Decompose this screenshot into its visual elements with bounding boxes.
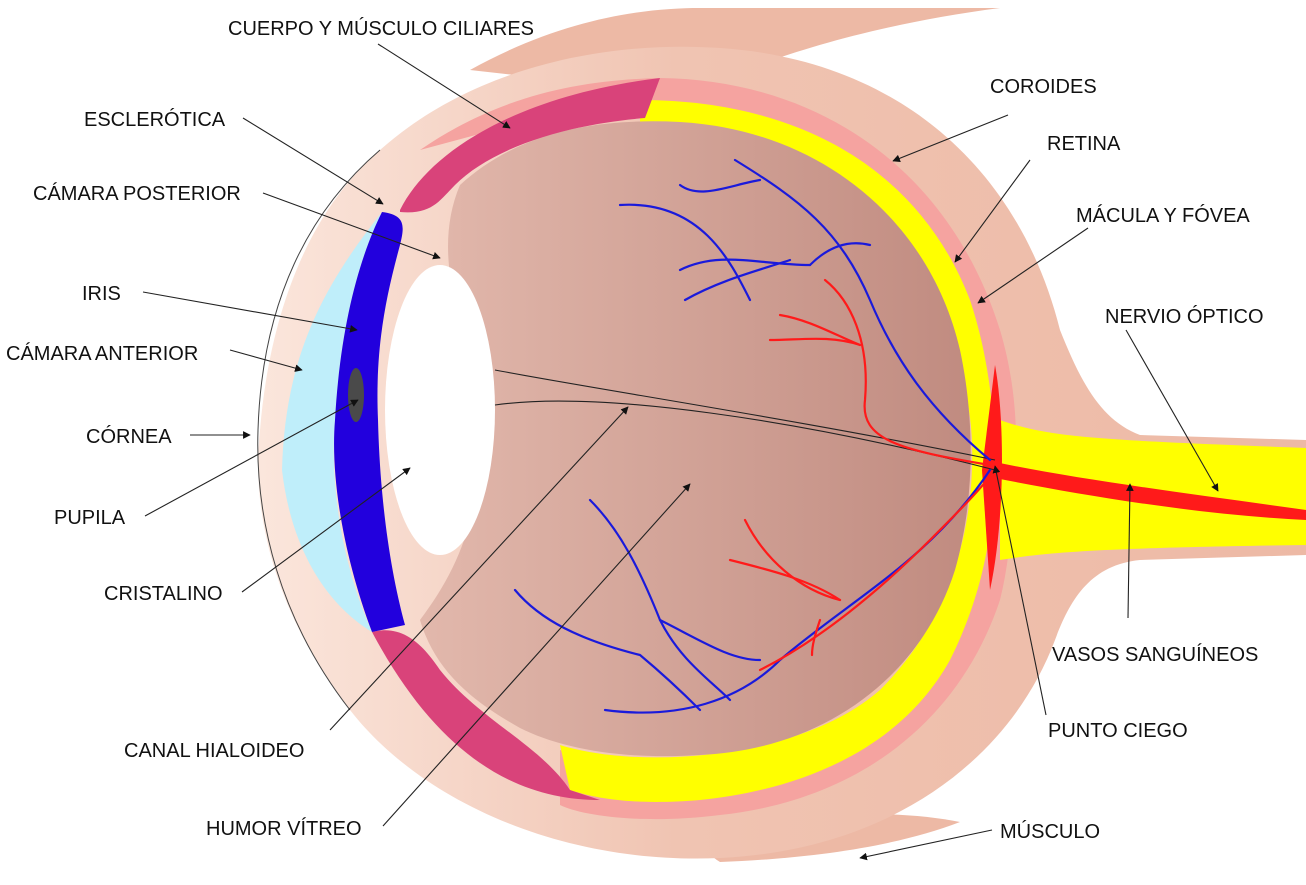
label-cornea: CÓRNEA	[86, 425, 172, 448]
label-posterior-chamber: CÁMARA POSTERIOR	[33, 182, 241, 205]
label-choroid: COROIDES	[990, 76, 1097, 98]
label-lens: CRISTALINO	[104, 583, 223, 605]
label-blind-spot: PUNTO CIEGO	[1048, 720, 1188, 742]
label-muscle: MÚSCULO	[1000, 820, 1100, 843]
lens	[385, 265, 495, 555]
label-sclera: ESCLERÓTICA	[84, 108, 226, 131]
label-retina: RETINA	[1047, 133, 1121, 155]
label-ciliary: CUERPO Y MÚSCULO CILIARES	[228, 17, 534, 40]
pupil	[348, 368, 364, 422]
label-iris: IRIS	[82, 283, 121, 305]
label-blood-vessels: VASOS SANGUÍNEOS	[1052, 643, 1258, 666]
label-macula-fovea: MÁCULA Y FÓVEA	[1076, 204, 1250, 227]
label-pupil: PUPILA	[54, 507, 126, 529]
label-optic-nerve: NERVIO ÓPTICO	[1105, 305, 1264, 328]
label-hyaloid-canal: CANAL HIALOIDEO	[124, 740, 304, 762]
label-vitreous-humor: HUMOR VÍTREO	[206, 817, 362, 840]
label-anterior-chamber: CÁMARA ANTERIOR	[6, 342, 198, 365]
